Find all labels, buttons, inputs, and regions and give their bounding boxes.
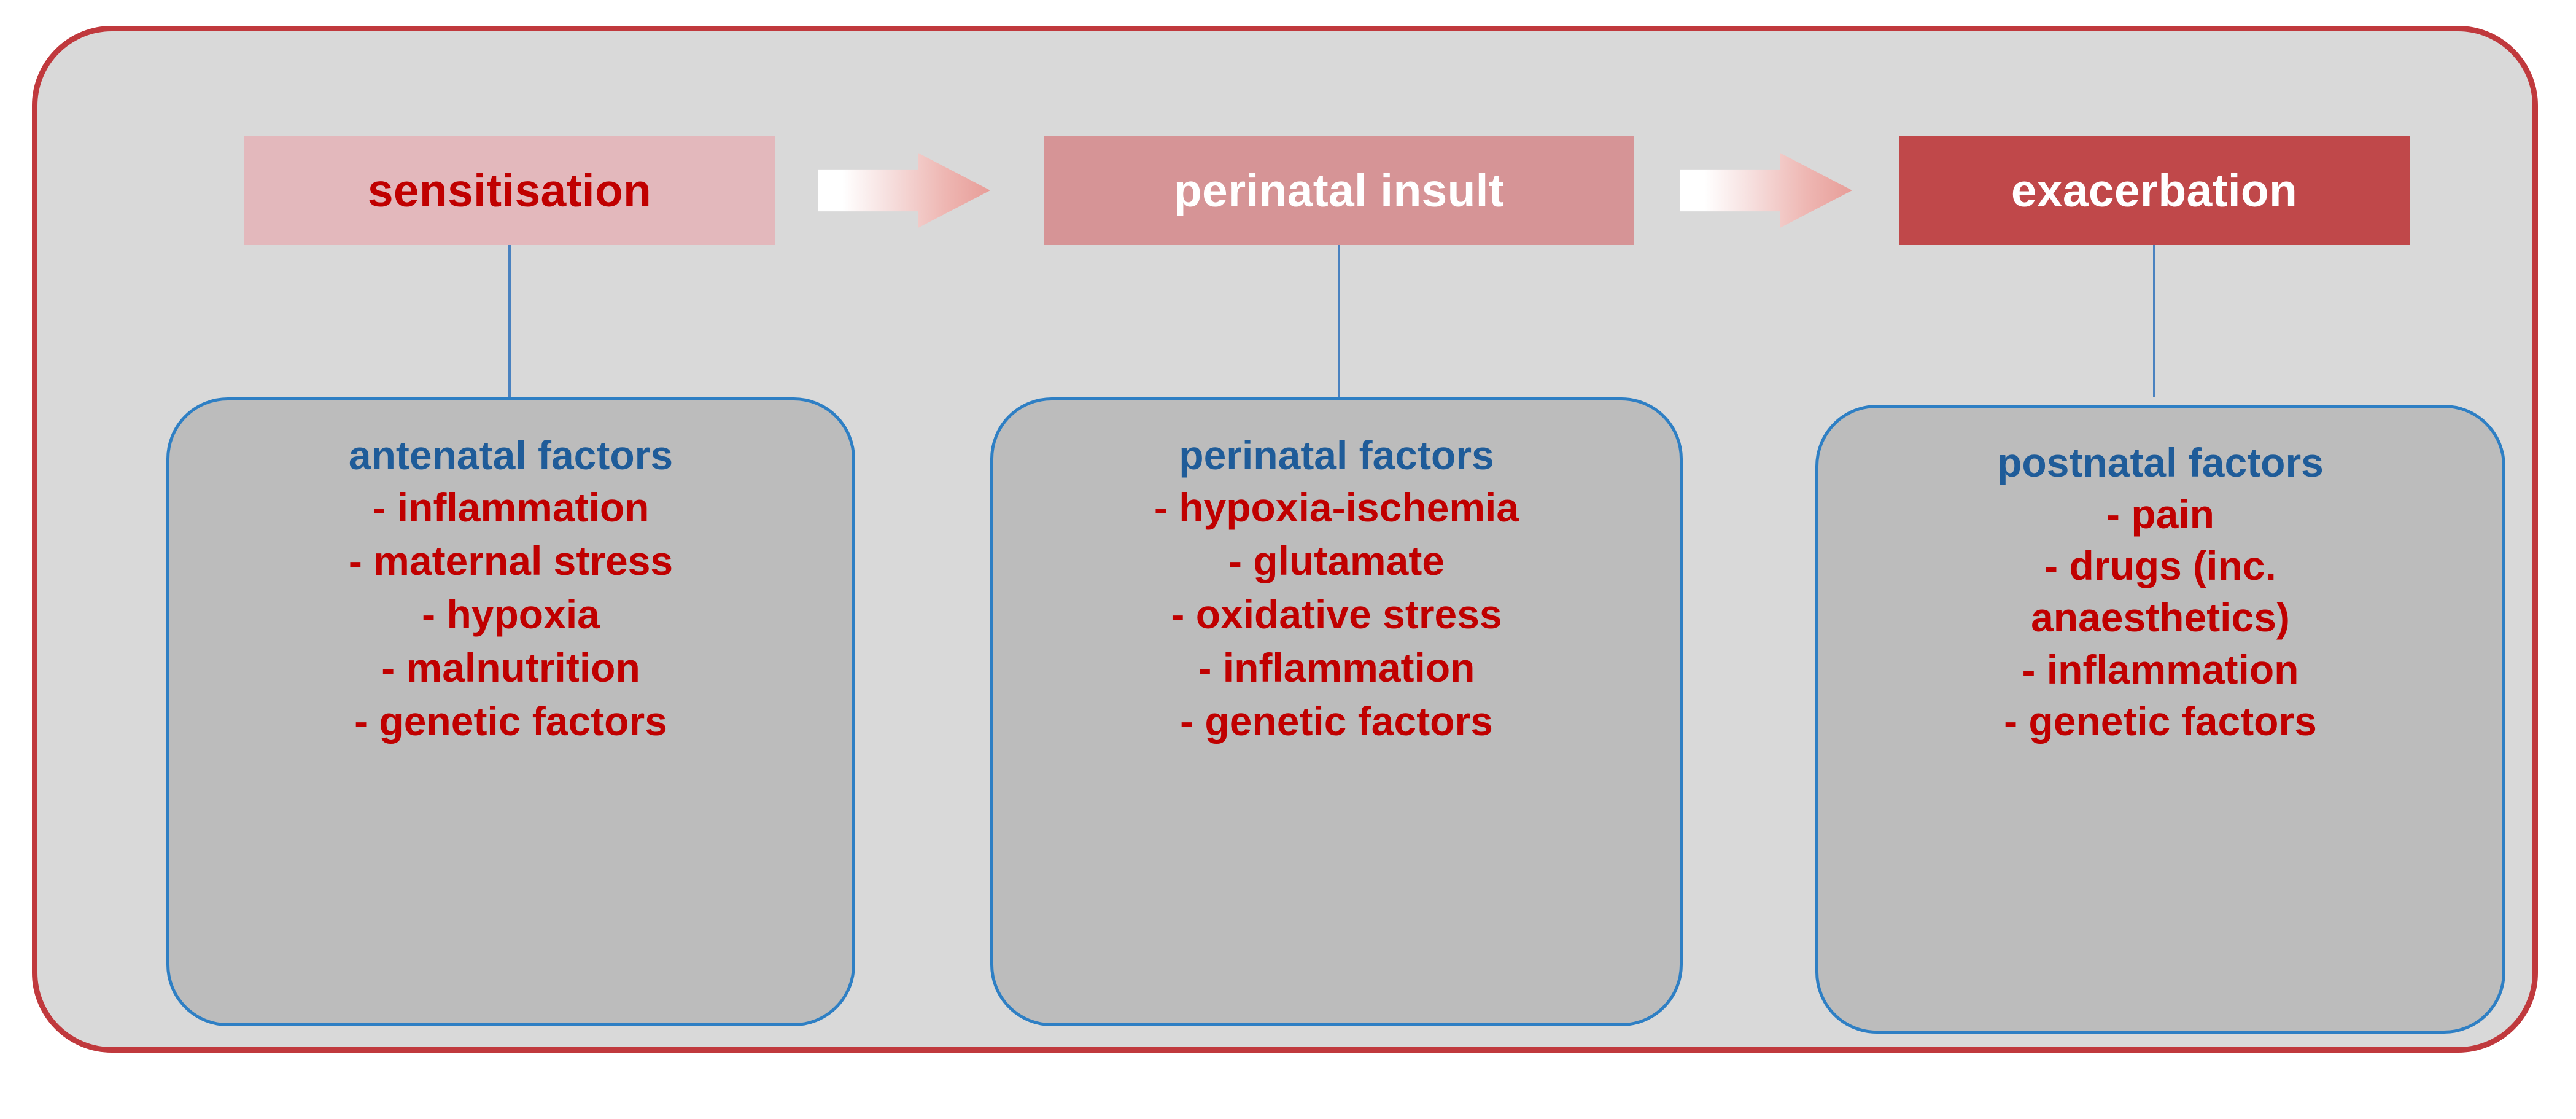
card-title-antenatal: antenatal factors xyxy=(348,432,673,478)
list-item: - inflammation xyxy=(2022,646,2299,692)
connector-line-stage2 xyxy=(1338,245,1340,397)
list-item: anaesthetics) xyxy=(2031,595,2290,641)
arrow-right-icon xyxy=(818,153,990,228)
list-item: - hypoxia-ischemia xyxy=(1154,484,1519,530)
list-item: - genetic factors xyxy=(1180,698,1493,744)
factor-list-antenatal: - inflammation - maternal stress - hypox… xyxy=(169,481,852,749)
list-item: - malnutrition xyxy=(381,644,640,690)
list-item: - hypoxia xyxy=(422,591,600,637)
factor-card-perinatal: perinatal factors - hypoxia-ischemia - g… xyxy=(990,397,1683,1026)
list-item: - pain xyxy=(2106,491,2214,537)
list-item: - genetic factors xyxy=(354,698,667,744)
stage-chip-exacerbation: exacerbation xyxy=(1899,136,2410,245)
factor-card-antenatal: antenatal factors - inflammation - mater… xyxy=(166,397,855,1026)
factor-card-postnatal: postnatal factors - pain - drugs (inc. a… xyxy=(1815,405,2505,1034)
card-title-perinatal: perinatal factors xyxy=(1179,432,1494,478)
list-item: - genetic factors xyxy=(2004,698,2317,744)
list-item: - inflammation xyxy=(372,484,650,530)
list-item: - maternal stress xyxy=(348,537,673,583)
diagram-panel: sensitisation perinatal insult exacerbat… xyxy=(32,26,2538,1053)
list-item: - inflammation xyxy=(1198,644,1475,690)
card-title-postnatal: postnatal factors xyxy=(1997,440,2324,485)
connector-line-stage3 xyxy=(2153,245,2155,397)
list-item: - drugs (inc. xyxy=(2044,542,2276,588)
list-item: - oxidative stress xyxy=(1171,591,1502,637)
connector-line-stage1 xyxy=(508,245,511,397)
list-item: - glutamate xyxy=(1228,537,1445,583)
stage-chip-perinatal-insult: perinatal insult xyxy=(1044,136,1634,245)
factor-list-postnatal: - pain - drugs (inc. anaesthetics) - inf… xyxy=(1818,488,2502,747)
arrow-right-icon xyxy=(1680,153,1852,228)
stage-chip-sensitisation: sensitisation xyxy=(244,136,775,245)
factor-list-perinatal: - hypoxia-ischemia - glutamate - oxidati… xyxy=(993,481,1680,749)
